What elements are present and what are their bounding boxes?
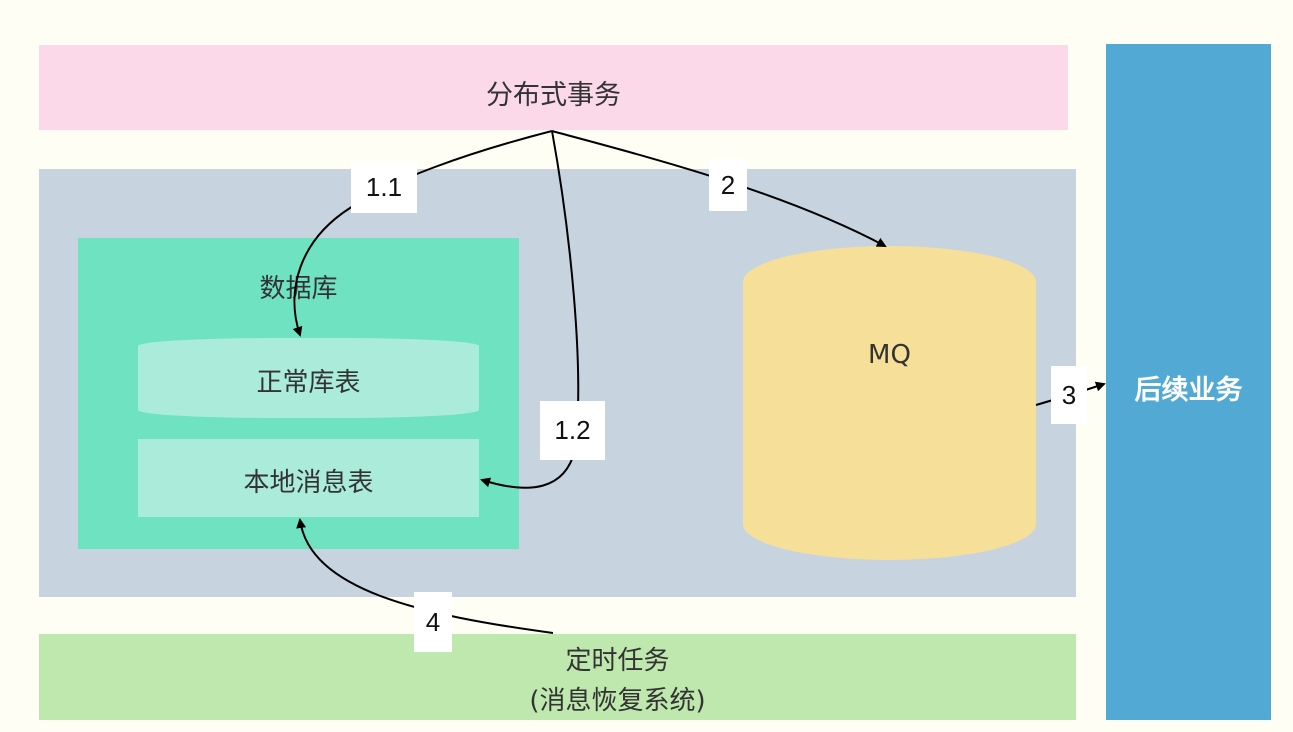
scheduled-task-label: 定时任务 [565,646,670,676]
connector-4 [296,518,554,634]
scheduled-task-node: 定时任务 (消息恢复系统) [39,634,1076,720]
step-label-1-1: 1.1 [351,161,417,213]
connector-1-1 [292,130,553,337]
step-label-4: 4 [414,592,452,652]
distributed-transaction-node: 分布式事务 [39,45,1068,130]
local-message-table-label: 本地消息表 [243,468,374,498]
follow-up-business-label: 后续业务 [1134,375,1243,406]
mq-label: MQ [868,340,911,370]
normal-table-node: 正常库表 [138,338,479,418]
database-title: 数据库 [259,274,338,304]
distributed-transaction-label: 分布式事务 [486,80,621,111]
scheduled-task-sublabel: (消息恢复系统) [529,686,706,716]
step-label-3: 3 [1051,366,1087,424]
normal-table-label: 正常库表 [256,368,361,398]
step-label-1-2: 1.2 [540,401,605,460]
mq-node: MQ [743,246,1036,560]
follow-up-business-node: 后续业务 [1106,44,1271,720]
local-message-table-node: 本地消息表 [138,439,479,517]
step-label-2: 2 [709,159,747,211]
